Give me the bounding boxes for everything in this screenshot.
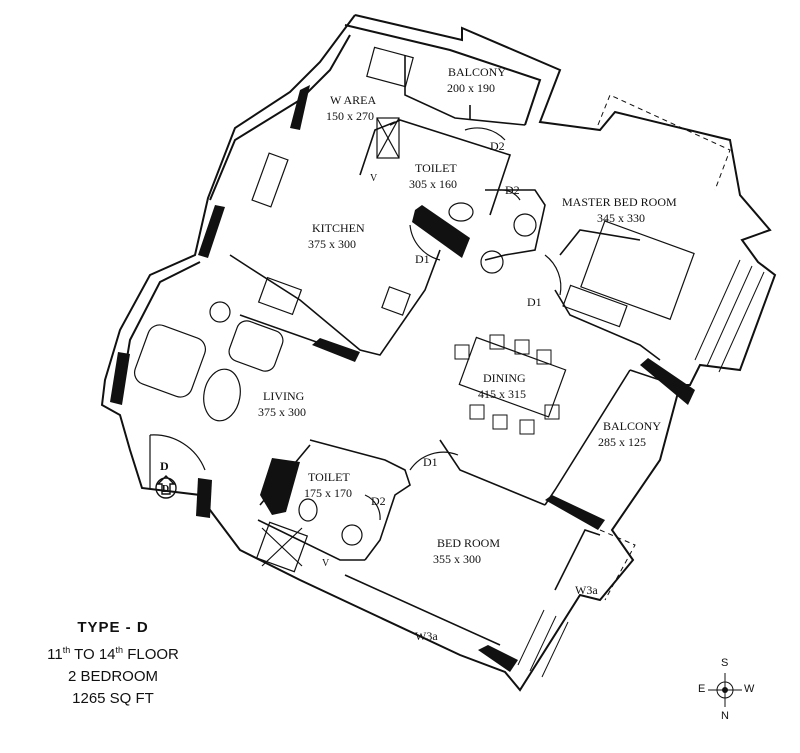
dining-label: DINING [483, 371, 526, 385]
toilet-top-size: 305 x 160 [409, 177, 457, 191]
master-bedroom-size: 345 x 330 [597, 211, 645, 225]
bedroom-count: 2 BEDROOM [67, 668, 158, 685]
door-swings [149, 127, 562, 521]
door-d1-kitchen: D1 [415, 252, 430, 266]
door-d2-balcony: D2 [490, 139, 505, 153]
door-d2-bottom: D2 [371, 494, 386, 508]
plan-legend: TYPE - D 11th TO 14th FLOOR 2 BEDROOM 12… [28, 617, 198, 710]
floor-range: 11th TO 14th FLOOR [28, 639, 198, 666]
compass-icon [708, 673, 742, 707]
unit-type: TYPE - D [77, 619, 149, 636]
w-area-size: 150 x 270 [326, 109, 374, 123]
door-d2-toilet: D2 [505, 183, 520, 197]
vent-bottom: V [322, 558, 330, 569]
kitchen-size: 375 x 300 [308, 237, 356, 251]
window-w3a-bottom: W3a [415, 629, 438, 643]
master-bedroom-label: MASTER BED ROOM [562, 195, 677, 209]
compass-south: S [721, 657, 729, 669]
toilet-top-label: TOILET [415, 161, 457, 175]
bedroom-label: BED ROOM [437, 536, 500, 550]
entry-door-label: D [160, 459, 169, 473]
bedroom-size: 355 x 300 [433, 552, 481, 566]
fixtures [133, 46, 695, 573]
outer-walls [100, 14, 777, 692]
floor-start-suffix: th [62, 645, 71, 655]
floor-word: FLOOR [123, 646, 179, 663]
dining-size: 415 x 315 [478, 387, 526, 401]
kitchen-label: KITCHEN [312, 221, 365, 235]
living-size: 375 x 300 [258, 405, 306, 419]
compass-west: W [744, 683, 755, 695]
door-d1-master: D1 [527, 295, 542, 309]
w-area-label: W AREA [330, 93, 376, 107]
balcony-right-label: BALCONY [603, 419, 661, 433]
dining-chairs [454, 334, 560, 435]
balcony-top-label: BALCONY [448, 65, 506, 79]
toilet-bottom-size: 175 x 170 [304, 486, 352, 500]
unit-area: 1265 SQ FT [72, 690, 154, 707]
compass-east: E [698, 683, 706, 695]
door-d1-bedroom: D1 [423, 455, 438, 469]
balcony-top-size: 200 x 190 [447, 81, 495, 95]
floor-end-suffix: th [115, 645, 124, 655]
entry-marker [155, 475, 177, 499]
balcony-hatching [517, 94, 765, 678]
window-w3a-right: W3a [575, 583, 598, 597]
compass-rose: S E W N [690, 655, 760, 725]
wall-accents [110, 85, 695, 672]
entry-door-circle-label: D [162, 484, 169, 495]
living-label: LIVING [263, 389, 305, 403]
floor-start: 11 [47, 646, 63, 663]
floor-to: TO 14 [70, 646, 116, 663]
toilet-bottom-label: TOILET [308, 470, 350, 484]
vent-top: V [370, 173, 378, 184]
compass-north: N [721, 710, 729, 722]
balcony-right-size: 285 x 125 [598, 435, 646, 449]
